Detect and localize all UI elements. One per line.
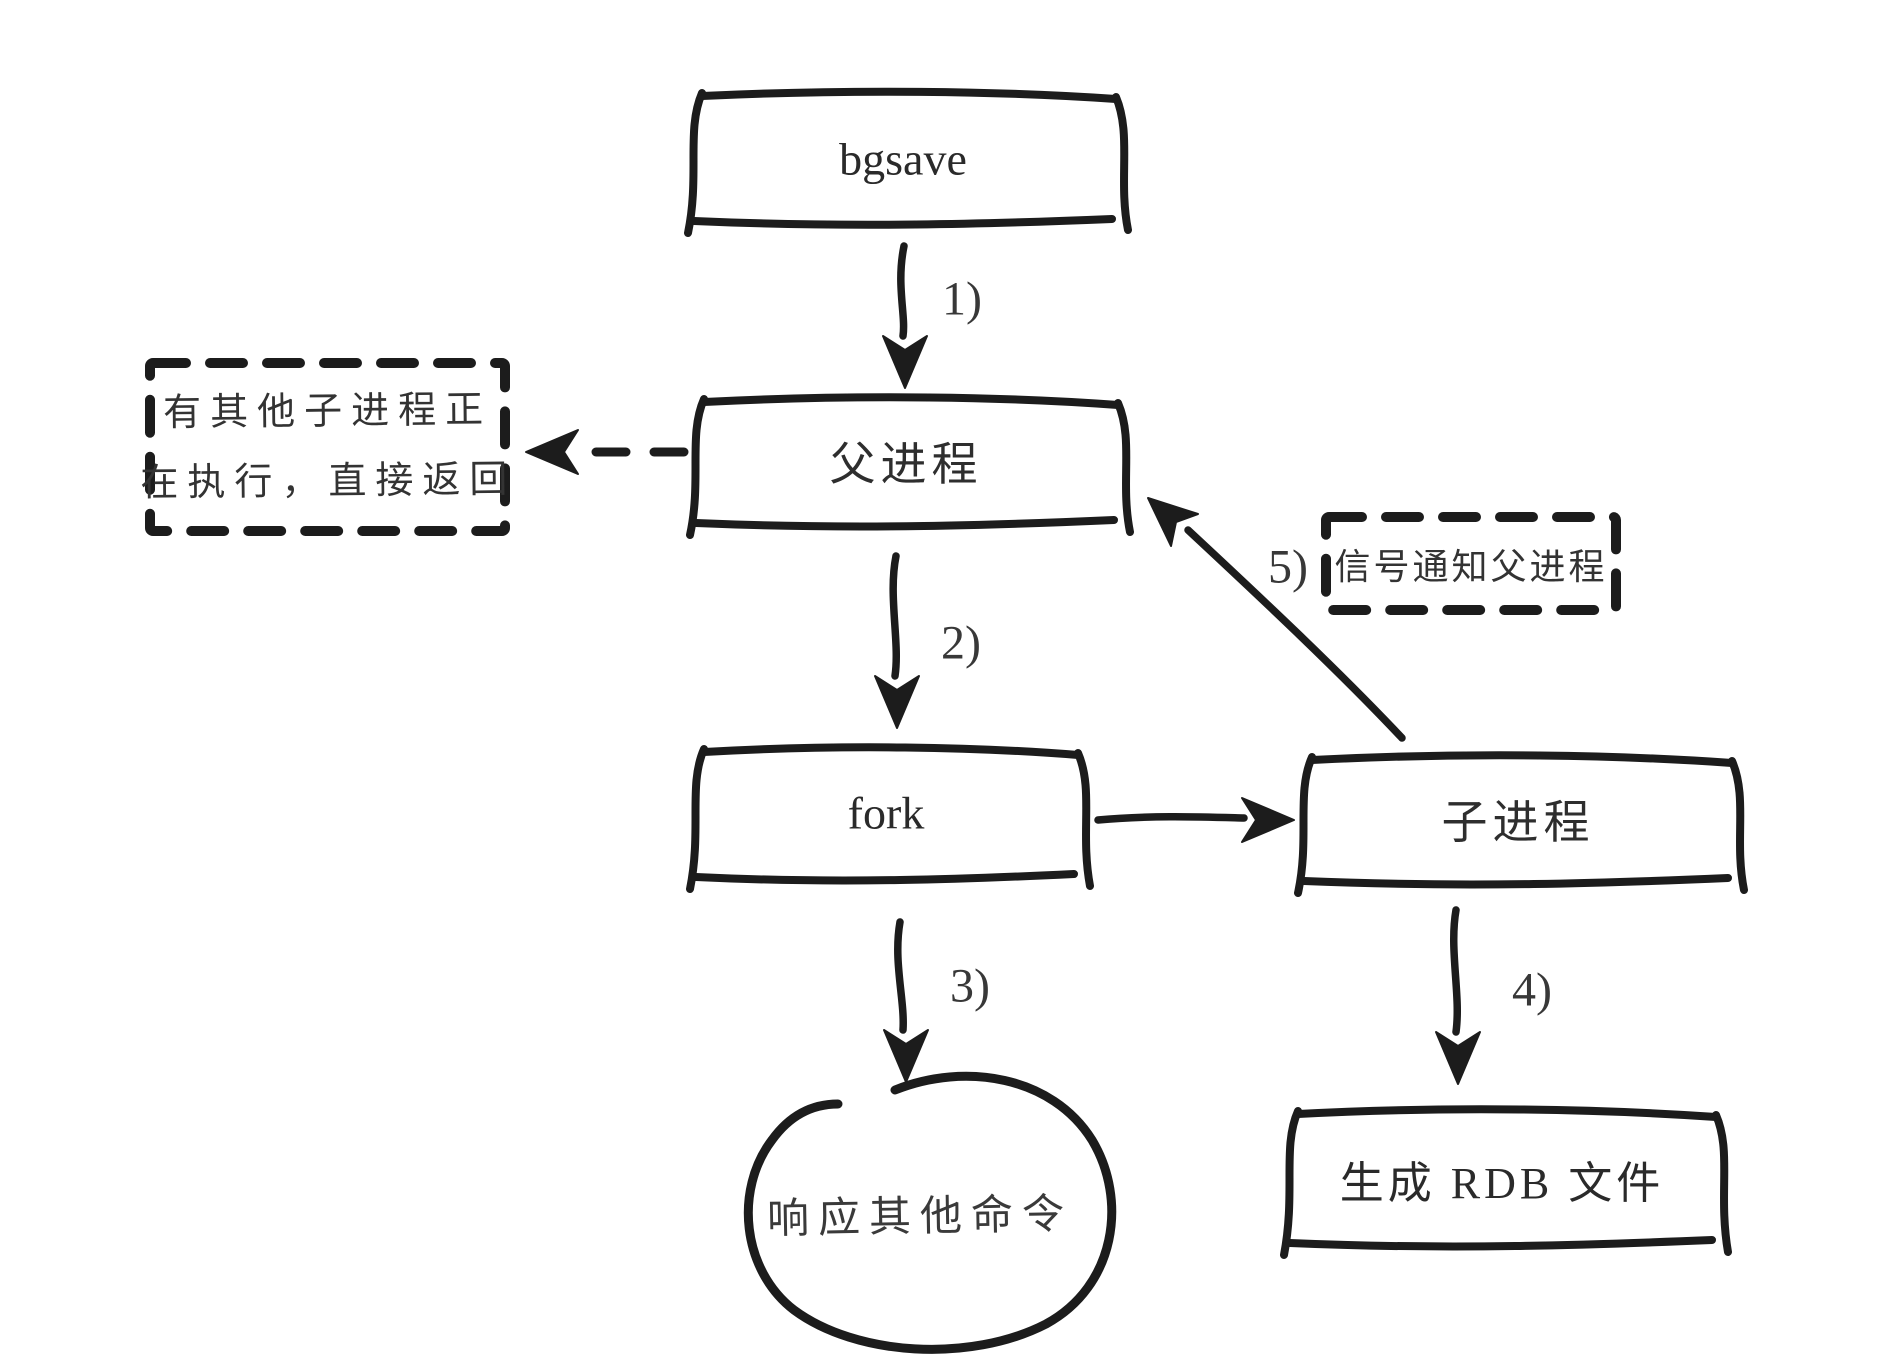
arrow-4 (1435, 906, 1481, 1085)
step-4-label: 4) (1512, 963, 1552, 1017)
parent-process-box (686, 393, 1134, 539)
child-process-box (1294, 751, 1748, 897)
step-1-label: 1) (942, 272, 982, 326)
signal-note-label: 信号通知父进程 (1334, 547, 1608, 587)
step-2-label: 2) (941, 616, 981, 670)
step-3-label: 3) (950, 959, 990, 1013)
arrow-2 (874, 552, 920, 729)
dashed-return-arrow (525, 429, 689, 475)
child-process-label: 子进程 (1441, 797, 1595, 848)
generate-rdb-box (1280, 1105, 1732, 1259)
other-child-note-text: 有其他子进程正 在执行，直接返回 (139, 375, 516, 520)
other-child-note-line-2: 在执行，直接返回 (140, 459, 517, 505)
bgsave-box (684, 87, 1132, 237)
signal-note-box (1321, 512, 1621, 615)
arrow-fork-to-child (1094, 797, 1295, 843)
parent-process-label: 父进程 (829, 439, 983, 490)
other-child-note-line-1: 有其他子进程正 (162, 388, 493, 435)
arrow-1 (882, 242, 928, 389)
step-5-label: 5) (1268, 540, 1308, 594)
arrow-5-signal (1147, 497, 1406, 742)
fork-box (686, 743, 1094, 893)
other-child-note-box (145, 358, 510, 536)
fork-label: fork (847, 787, 925, 839)
bgsave-label: bgsave (839, 133, 967, 185)
respond-commands-label: 响应其他命令 (766, 1191, 1074, 1244)
respond-blob (743, 1071, 1117, 1354)
arrow-3 (883, 918, 929, 1083)
generate-rdb-label: 生成 RDB 文件 (1339, 1159, 1665, 1208)
